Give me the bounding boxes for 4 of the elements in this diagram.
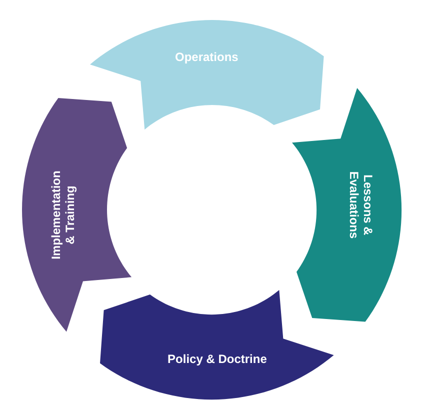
- stage-label: Lessons & Evaluations: [346, 171, 374, 238]
- stage-label: Operations: [174, 51, 240, 65]
- stage-label: Policy & Doctrine: [166, 353, 268, 367]
- stage-label: Implementation & Training: [50, 170, 78, 260]
